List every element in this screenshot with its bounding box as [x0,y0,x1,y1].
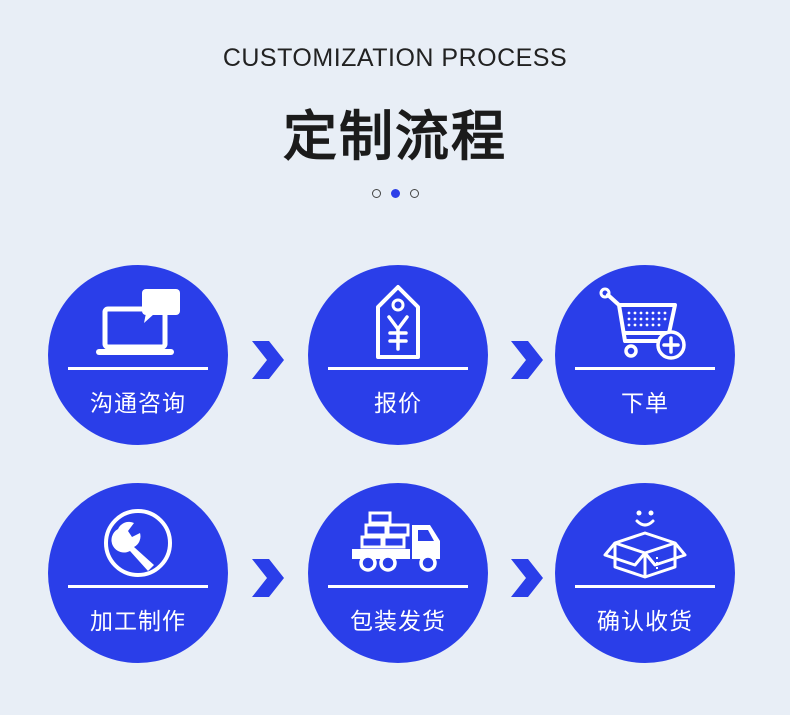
step-label: 下单 [621,391,669,417]
step-consult: 沟通咨询 [48,265,228,445]
pager-dot-1[interactable] [371,189,381,198]
delivery-truck-icon [352,511,440,572]
shopping-cart-add-icon [599,287,686,360]
step-shipping: 包装发货 [308,483,488,663]
price-tag-icon [376,285,420,359]
step-production: 加工制作 [48,483,228,663]
step-label: 包装发货 [350,609,446,635]
step-label: 沟通咨询 [90,391,186,417]
divider-line [575,585,715,588]
step-receipt: 确认收货 [555,483,735,663]
pager-dot-2[interactable] [390,189,400,198]
chevron-right-icon [252,341,284,379]
chevron-right-icon [252,559,284,597]
divider-line [328,367,468,370]
wrench-icon [104,509,172,577]
step-order: 下单 [555,265,735,445]
chevron-right-icon [511,341,543,379]
smiling-box-icon [603,510,687,579]
chevron-right-icon [511,559,543,597]
divider-line [68,367,208,370]
page-title: 定制流程 [283,105,507,168]
pager-dot-3[interactable] [409,189,419,198]
step-quote: 报价 [308,265,488,445]
divider-line [575,367,715,370]
laptop-chat-icon [96,289,180,355]
divider-line [328,585,468,588]
step-label: 确认收货 [597,609,693,635]
pager-dots [0,189,790,198]
step-label: 加工制作 [90,609,186,635]
page-subtitle: CUSTOMIZATION PROCESS [222,44,568,72]
step-label: 报价 [374,391,422,417]
divider-line [68,585,208,588]
